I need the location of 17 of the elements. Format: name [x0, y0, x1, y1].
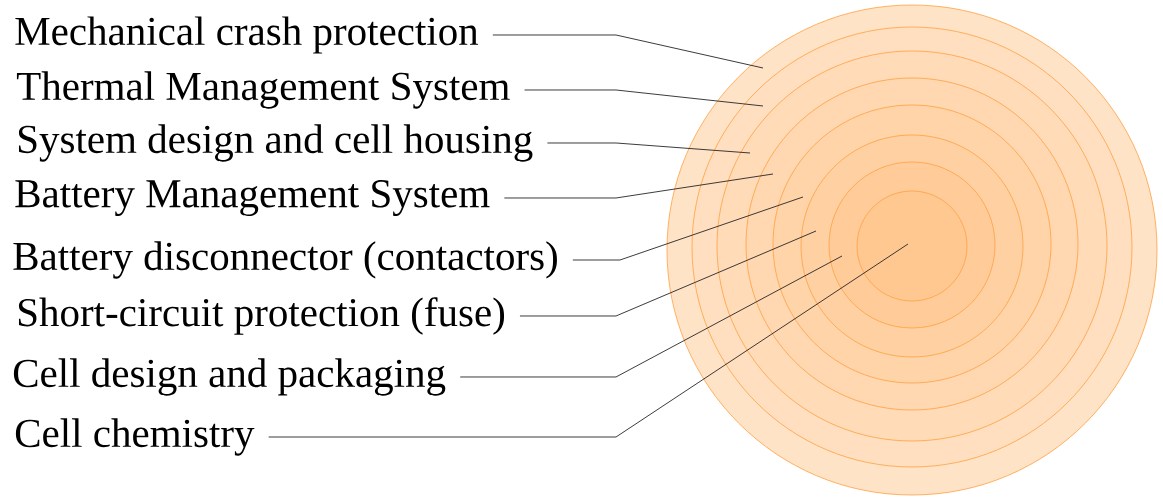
- text-label: Short-circuit protection (fuse): [18, 297, 504, 335]
- text-label: Cell chemistry: [15, 418, 255, 456]
- leader-line: [519, 230, 817, 317]
- leader-line: [572, 196, 804, 261]
- ring-circle: [856, 190, 968, 302]
- text-label: Cell design and packaging: [13, 358, 446, 396]
- leader-line: [546, 142, 751, 154]
- text-label: Thermal Management System: [16, 71, 510, 109]
- leader-line: [268, 243, 909, 438]
- leader-line: [459, 255, 843, 378]
- leader-line: [492, 34, 764, 69]
- text-label: System design and cell housing: [18, 124, 533, 162]
- leader-line: [524, 89, 764, 107]
- text-label: Battery disconnector (contactors): [13, 241, 557, 279]
- text-label: Mechanical crash protection: [15, 16, 479, 54]
- leader-line: [503, 173, 774, 199]
- text-label: Battery Management System: [15, 180, 490, 216]
